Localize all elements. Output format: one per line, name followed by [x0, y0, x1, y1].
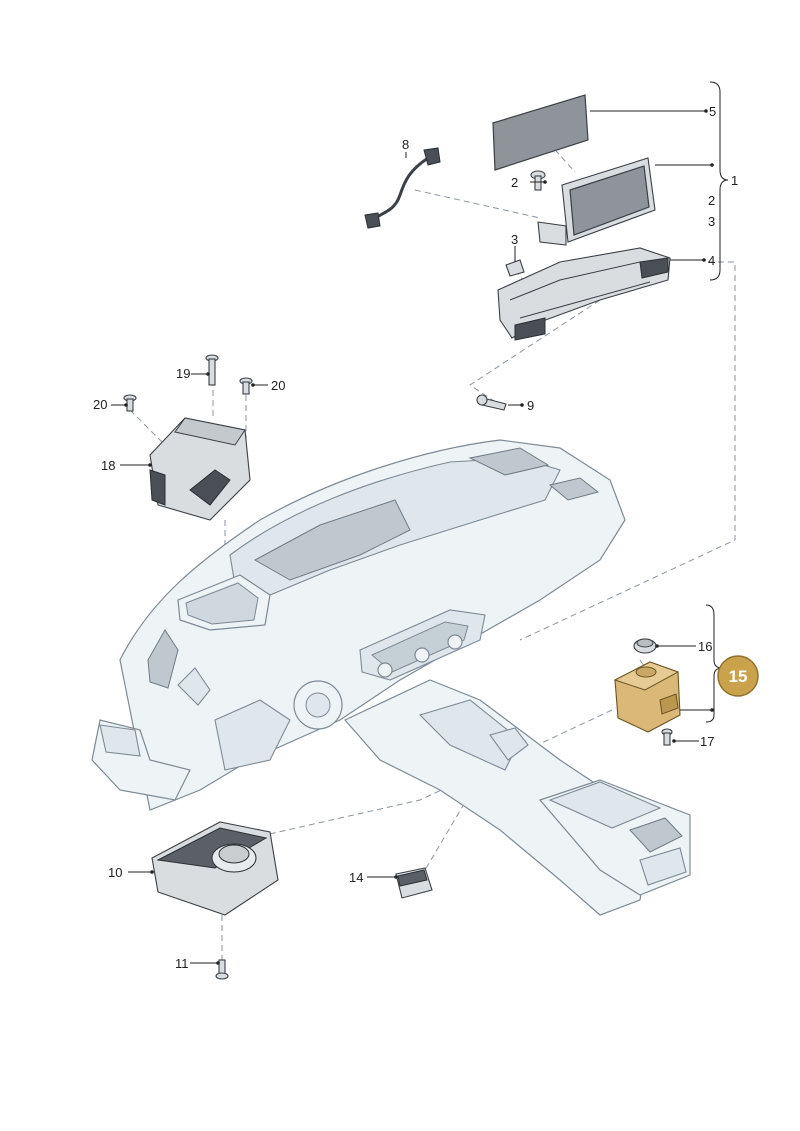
label-17: 17 [700, 734, 714, 749]
label-9: 9 [527, 398, 534, 413]
label-1: 1 [731, 173, 738, 188]
part-4-mounting-bracket [497, 247, 671, 341]
part-20-screw-right [239, 377, 253, 395]
part-8-cable [364, 147, 441, 229]
label-3: 3 [511, 232, 518, 247]
leader-arrow-dots [124, 109, 714, 965]
part-11-screw [215, 959, 229, 980]
label-5: 5 [709, 104, 716, 119]
leader-lines [111, 110, 712, 964]
dashboard-assembly [91, 439, 691, 916]
label-4: 4 [708, 253, 715, 268]
part-15-rotary-switch-highlighted [613, 661, 681, 733]
part-19-screw [205, 354, 219, 386]
part-9-bolt [476, 394, 507, 411]
label-16: 16 [698, 639, 712, 654]
part-number-labels: 5 1 2 3 4 2 8 3 9 19 20 20 18 10 11 14 1… [93, 104, 738, 971]
label-20-left: 20 [93, 397, 107, 412]
grouping-brackets [705, 81, 729, 723]
label-3-right: 3 [708, 214, 715, 229]
label-2: 2 [511, 175, 518, 190]
part-3-clip [505, 259, 525, 277]
highlight-badge-15: 15 [717, 655, 759, 697]
label-18: 18 [101, 458, 115, 473]
part-16-knob [633, 638, 657, 654]
part-1-display-unit [537, 157, 656, 246]
label-14: 14 [349, 870, 363, 885]
badge-15-label: 15 [729, 667, 748, 686]
label-8: 8 [402, 137, 409, 152]
part-18-control-unit [149, 417, 251, 521]
part-14-switch [395, 867, 433, 899]
label-2-right: 2 [708, 193, 715, 208]
part-10-control-panel [151, 821, 279, 916]
part-5-display-cover [492, 94, 589, 171]
label-11: 11 [175, 956, 189, 971]
label-10: 10 [108, 865, 122, 880]
part-2-screw [530, 170, 546, 191]
label-20-right: 20 [271, 378, 285, 393]
part-20-screw-left [123, 394, 137, 412]
label-19: 19 [176, 366, 190, 381]
part-17-screw [661, 728, 673, 746]
